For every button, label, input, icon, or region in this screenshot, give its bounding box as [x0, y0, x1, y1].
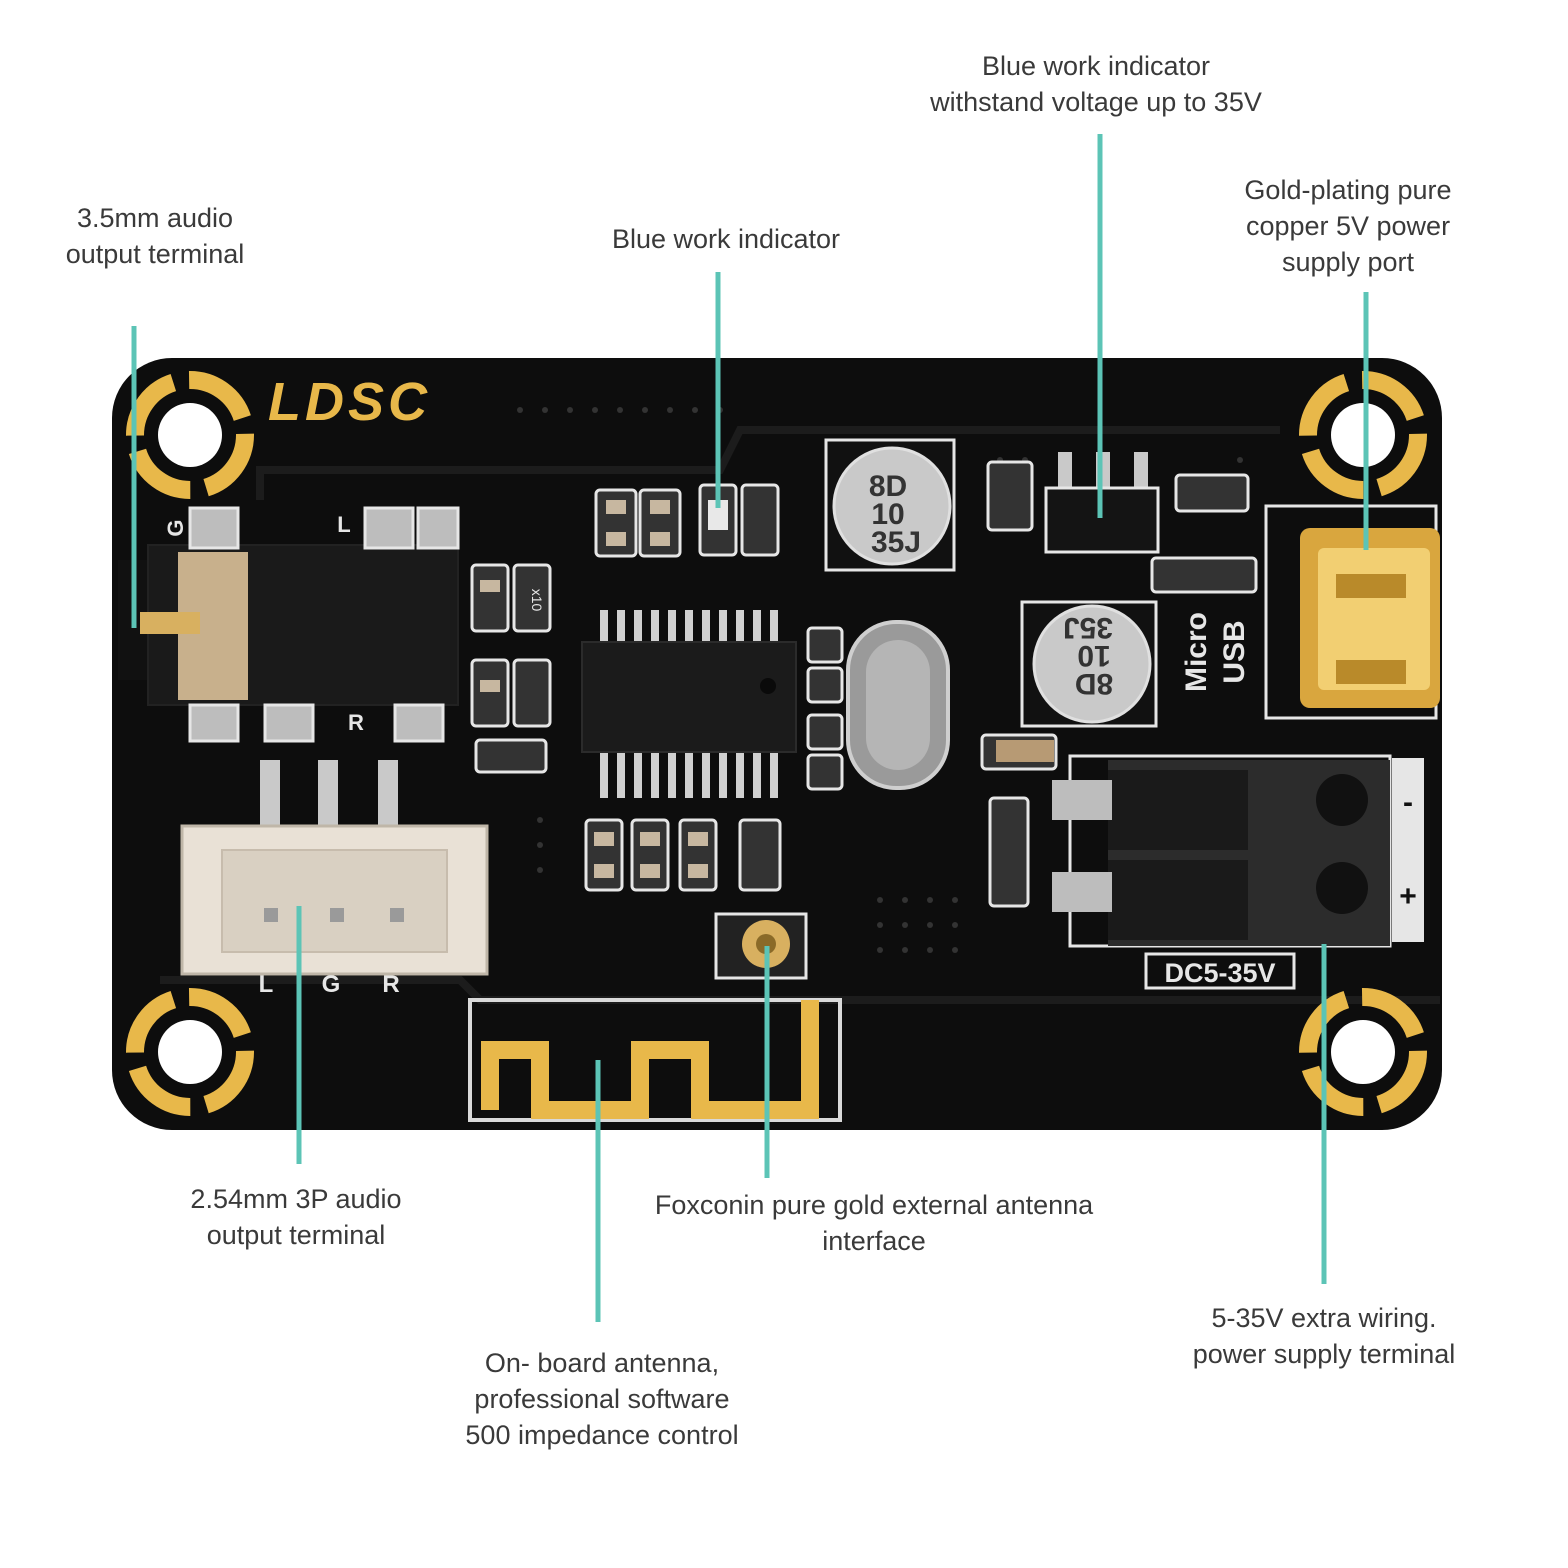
jack-label-g: G — [163, 519, 188, 536]
mounting-hole-bottom-right — [1299, 988, 1427, 1116]
onboard-antenna-trace — [481, 1000, 819, 1119]
callout-onboard-antenna-line1: On- board antenna, — [484, 1348, 720, 1378]
electrolytic-capacitor-2: 8D 10 35J — [1020, 600, 1158, 728]
jack-label-r: R — [348, 710, 364, 735]
dc-terminal-block: - + DC5-35V — [1052, 754, 1424, 990]
callout-blue-indicator-line1: Blue work indicator — [611, 224, 841, 254]
electrolytic-capacitor-1: 8D 10 35J — [824, 438, 956, 572]
mounting-hole-bottom-left — [126, 988, 254, 1116]
main-ic — [581, 610, 797, 798]
terminal-minus-label: - — [1403, 786, 1413, 819]
callout-header-3p-line2: output terminal — [206, 1220, 386, 1250]
cap1-marking-line3: 35J — [871, 526, 921, 559]
callout-dc-terminal: 5-35V extra wiring. power supply termina… — [1164, 1300, 1484, 1372]
callout-header-3p: 2.54mm 3P audio output terminal — [146, 1181, 446, 1253]
header-3p-2-54mm: L G R — [180, 760, 489, 998]
cap2-marking-line2: 10 — [1077, 639, 1110, 672]
micro-usb-port: Micro USB — [1180, 504, 1440, 720]
usb-label-micro: Micro — [1180, 612, 1213, 692]
callout-blue-indicator-voltage-line2: withstand voltage up to 35V — [930, 87, 1262, 117]
blue-led-1 — [708, 500, 728, 530]
crystal-oscillator — [846, 620, 950, 790]
callout-dc-terminal-line2: power supply terminal — [1192, 1339, 1456, 1369]
callout-blue-indicator: Blue work indicator — [566, 221, 886, 257]
callout-dc-terminal-line1: 5-35V extra wiring. — [1211, 1303, 1437, 1333]
callout-ext-antenna-line2: interface — [822, 1226, 926, 1256]
cap2-marking-line1: 8D — [1075, 667, 1113, 700]
callout-onboard-antenna-line2: professional software — [474, 1384, 730, 1414]
smd-marking: x10 — [529, 589, 545, 612]
callout-audio-jack-line1: 3.5mm audio — [76, 203, 234, 233]
callout-blue-indicator-voltage: Blue work indicator withstand voltage up… — [886, 48, 1306, 120]
mounting-holes — [126, 371, 1427, 1116]
callout-audio-jack: 3.5mm audio output terminal — [30, 200, 280, 272]
cap2-marking-line3: 35J — [1063, 611, 1113, 644]
header-label-g: G — [322, 971, 341, 998]
cap1-marking-line2: 10 — [871, 498, 904, 531]
brand-logo: LDSC — [268, 372, 431, 432]
cap1-marking-line1: 8D — [869, 470, 907, 503]
ext-antenna-connector — [714, 912, 808, 980]
callout-ext-antenna-line1: Foxconin pure gold external antenna — [654, 1190, 1094, 1220]
mounting-hole-top-right — [1299, 371, 1427, 499]
callout-usb-port-line1: Gold-plating pure — [1244, 175, 1452, 205]
header-label-r: R — [382, 971, 399, 998]
leader-lines — [131, 134, 1369, 1322]
jack-label-l: L — [337, 512, 350, 537]
callout-onboard-antenna: On- board antenna, professional software… — [432, 1345, 772, 1453]
smd-pads — [480, 500, 1054, 878]
header-label-l: L — [259, 971, 274, 998]
callout-header-3p-line1: 2.54mm 3P audio — [190, 1184, 402, 1214]
callout-onboard-antenna-line3: 500 impedance control — [465, 1420, 739, 1450]
callout-usb-port-line3: supply port — [1281, 247, 1415, 277]
audio-jack-3-5mm: G L R — [118, 506, 460, 743]
terminal-plus-label: + — [1399, 880, 1417, 913]
callout-ext-antenna: Foxconin pure gold external antenna inte… — [614, 1187, 1134, 1259]
callout-blue-indicator-voltage-line1: Blue work indicator — [981, 51, 1211, 81]
callout-usb-port: Gold-plating pure copper 5V power supply… — [1208, 172, 1488, 280]
usb-label-usb: USB — [1218, 620, 1251, 683]
callout-usb-port-line2: copper 5V power — [1245, 211, 1451, 241]
callout-audio-jack-line2: output terminal — [65, 239, 245, 269]
dc-voltage-label: DC5-35V — [1164, 958, 1275, 988]
